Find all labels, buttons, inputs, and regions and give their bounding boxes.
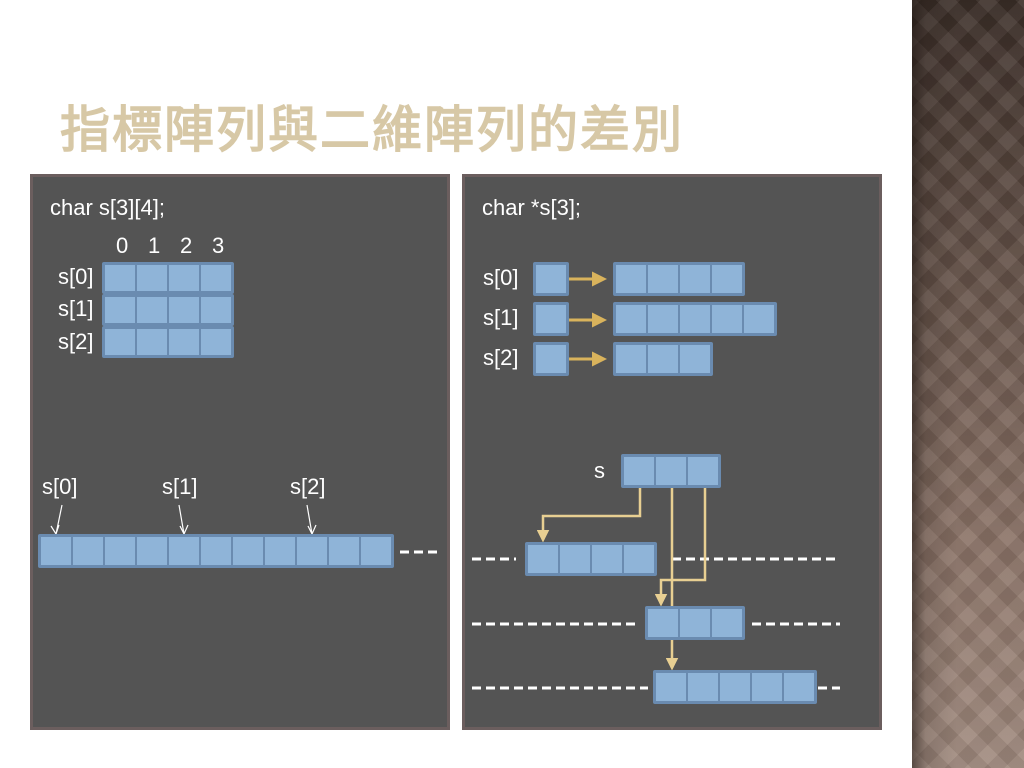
memory-pointer-arrow [178,504,189,536]
array-cells [38,262,817,704]
array-cell [105,297,135,323]
array-cell [616,345,646,373]
array-cell [648,305,678,333]
grid-row [102,326,234,358]
array-cell [201,537,231,565]
right-declaration: char *s[3]; [482,195,582,220]
array-cell [712,609,742,637]
array-cell [265,537,295,565]
array-cell [656,673,686,701]
memory-pointer-arrow [50,504,63,536]
pointed-row [613,262,745,296]
array-cell [361,537,391,565]
array-cell [137,265,167,291]
decorative-side-stripe [912,0,1024,768]
pointed-row [613,342,713,376]
array-cell [712,265,742,293]
pointer-connector [654,488,674,607]
array-cell [784,673,814,701]
array-cell [560,545,590,573]
array-cell [297,537,327,565]
col-index: 2 [180,233,193,258]
array-cell [233,537,263,565]
memory-row [525,542,657,576]
array-cell [73,537,103,565]
array-cell [720,673,750,701]
array-cell [624,457,654,485]
array-cell [201,329,231,355]
pointer-cell [533,342,569,376]
array-cell [592,545,622,573]
array-cell [688,457,718,485]
array-cell [744,305,774,333]
memory-row [645,606,745,640]
array-cell [137,297,167,323]
memory-row [653,670,817,704]
memory-label: s[2] [290,474,326,499]
array-cell [41,537,71,565]
s-label: s [594,458,605,483]
memory-dashes [472,557,840,690]
array-cell [680,345,710,373]
row-label: s[1] [58,296,94,321]
array-cell [105,329,135,355]
row-label: s[0] [483,265,519,290]
pointer-cell [533,262,569,296]
array-cell [656,457,686,485]
array-cell [624,545,654,573]
pointed-row [613,302,777,336]
memory-strip [38,534,394,568]
array-cell [536,265,566,293]
memory-pointer-arrow [306,504,317,536]
array-cell [648,345,678,373]
array-cell [680,305,710,333]
s-array [621,454,721,488]
pointer-connectors [536,488,707,671]
col-index: 1 [148,233,161,258]
slide-title: 指標陣列與二維陣列的差別 [60,101,684,159]
memory-pointer-arrows [50,504,317,536]
row-label: s[1] [483,305,519,330]
array-cell [105,265,135,291]
array-cell [712,305,742,333]
array-cell [201,265,231,291]
array-cell [616,265,646,293]
col-index: 0 [116,233,129,258]
pointer-connector [665,488,707,671]
array-cell [536,345,566,373]
array-cell [169,329,199,355]
array-cell [137,329,167,355]
array-cell [536,305,566,333]
array-cell [201,297,231,323]
array-cell [329,537,359,565]
col-index: 3 [212,233,225,258]
array-cell [648,609,678,637]
memory-label: s[1] [162,474,198,499]
row-label: s[2] [58,329,94,354]
array-cell [169,297,199,323]
pointer-cell [533,302,569,336]
array-cell [680,609,710,637]
grid-row [102,294,234,326]
array-cell [680,265,710,293]
pointer-connector [536,488,642,543]
memory-label: s[0] [42,474,78,499]
array-cell [528,545,558,573]
array-cell [648,265,678,293]
array-cell [105,537,135,565]
row-label: s[2] [483,345,519,370]
left-declaration: char s[3][4]; [50,195,165,220]
array-cell [137,537,167,565]
array-cell [169,265,199,291]
two-dimensional-array-panel [30,174,450,730]
array-cell [169,537,199,565]
array-cell [688,673,718,701]
array-cell [616,305,646,333]
grid-row [102,262,234,294]
row-label: s[0] [58,264,94,289]
array-cell [752,673,782,701]
